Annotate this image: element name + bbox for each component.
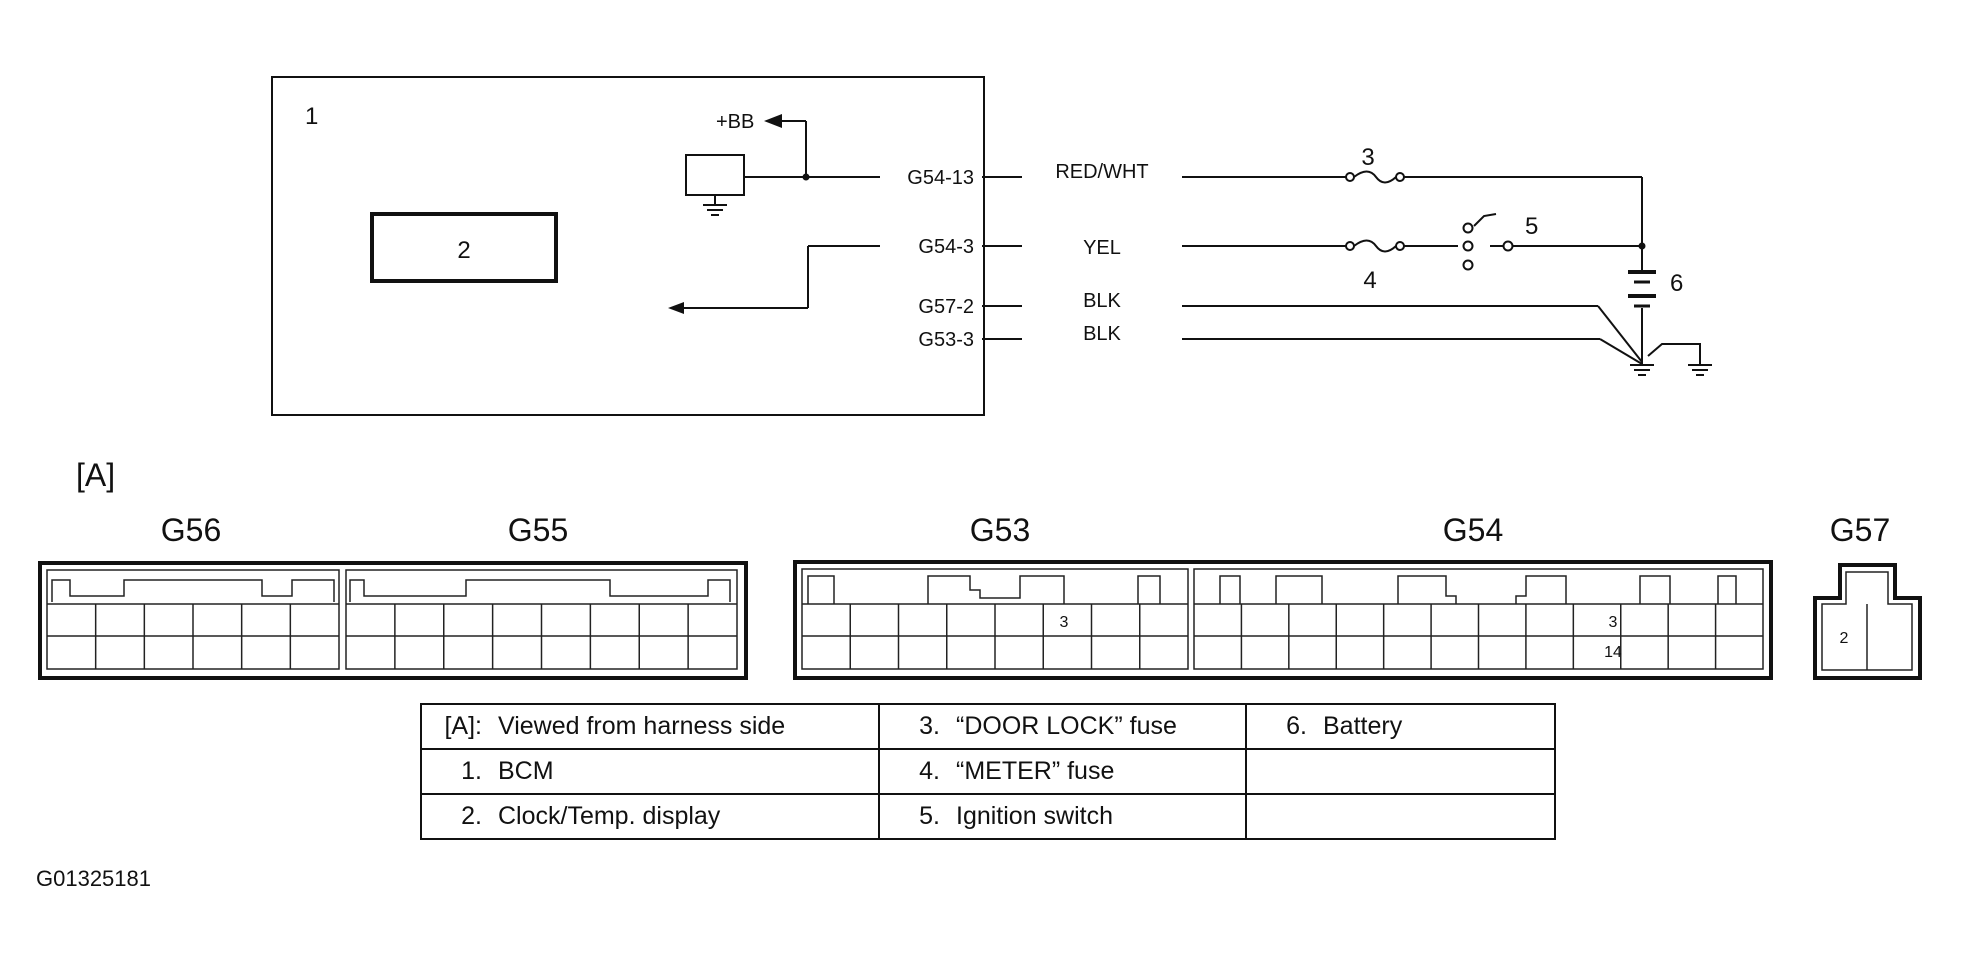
legend-text: “DOOR LOCK” fuse xyxy=(956,712,1177,740)
fuse-meter xyxy=(1345,241,1355,251)
legend-text: Clock/Temp. display xyxy=(498,802,721,830)
display-ref: 2 xyxy=(457,237,470,264)
legend-num: 6. xyxy=(1286,712,1307,740)
power-label: +BB xyxy=(716,111,754,133)
connector-g57-name: G57 xyxy=(1830,512,1890,548)
connector-g56-name: G56 xyxy=(161,512,221,548)
g53-pin-3: 3 xyxy=(1060,614,1069,631)
legend-num: 5. xyxy=(919,802,940,830)
internal-module xyxy=(685,154,745,196)
wire-color-red-wht: RED/WHT xyxy=(1055,161,1148,183)
ignition-switch xyxy=(1462,222,1474,234)
pin-g54-13: G54-13 xyxy=(907,167,974,189)
connector-g53-g54-housing xyxy=(793,560,1773,680)
legend-row: [A]: Viewed from harness side 3. “DOOR LOC… xyxy=(420,703,1556,750)
power-arrow-icon xyxy=(764,114,782,128)
legend-text: Ignition switch xyxy=(956,802,1114,830)
wire-color-blk-1: BLK xyxy=(1083,290,1121,312)
connector-g54-name: G54 xyxy=(1443,512,1503,548)
connector-g53 xyxy=(807,575,1161,604)
connector-view-label: [A] xyxy=(76,457,115,493)
wire-color-yel: YEL xyxy=(1083,237,1121,259)
bcm-ref: 1 xyxy=(305,103,318,130)
legend-text: “METER” fuse xyxy=(956,757,1115,785)
g54-pin-14: 14 xyxy=(1604,644,1622,661)
legend-text: Viewed from harness side xyxy=(498,712,786,740)
legend-num: 3. xyxy=(919,712,940,740)
connector-g54 xyxy=(1219,575,1737,604)
legend-num: 2. xyxy=(461,802,482,830)
pin-g54-3: G54-3 xyxy=(918,236,974,258)
legend-num: [A]: xyxy=(444,712,482,740)
display-box xyxy=(370,212,558,283)
fuse-meter-ref: 4 xyxy=(1363,267,1376,294)
legend-num: 1. xyxy=(461,757,482,785)
legend-text: Battery xyxy=(1323,712,1403,740)
legend-num: 4. xyxy=(919,757,940,785)
pin-g57-2: G57-2 xyxy=(918,296,974,318)
connector-g55-name: G55 xyxy=(508,512,568,548)
connector-g56 xyxy=(51,579,335,602)
g57-pin-2: 2 xyxy=(1840,630,1849,647)
fuse-door-lock-ref: 3 xyxy=(1361,144,1374,171)
connector-g57 xyxy=(1813,563,1922,680)
g54-pin-3: 3 xyxy=(1609,614,1618,631)
signal-arrow-icon xyxy=(668,302,684,314)
figure-code: G01325181 xyxy=(36,866,151,891)
connector-g56-g55-housing xyxy=(38,561,748,680)
legend-row: 2. Clock/Temp. display 5. Ignition switch xyxy=(420,793,1556,840)
ignition-switch-ref: 5 xyxy=(1525,213,1538,240)
legend-row: 1. BCM 4. “METER” fuse xyxy=(420,748,1556,795)
wire-color-blk-2: BLK xyxy=(1083,323,1121,345)
fuse-door-lock xyxy=(1345,172,1355,182)
legend-text: BCM xyxy=(498,757,554,785)
connector-g53-name: G53 xyxy=(970,512,1030,548)
legend-table: [A]: Viewed from harness side 3. “DOOR LOC… xyxy=(420,703,1556,840)
connector-g55 xyxy=(349,579,731,602)
battery-ref: 6 xyxy=(1670,270,1683,297)
pin-g53-3: G53-3 xyxy=(918,329,974,351)
